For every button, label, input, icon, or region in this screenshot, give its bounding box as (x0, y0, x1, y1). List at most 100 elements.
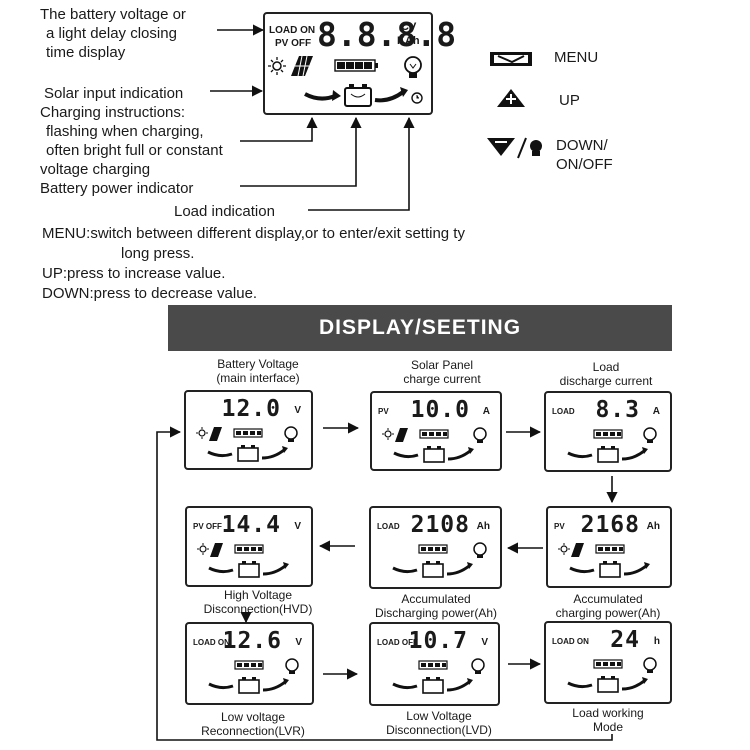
menu-key-label: MENU (554, 49, 599, 66)
discharge-arrow-icon (446, 562, 473, 576)
caption-battery-voltage: Battery Voltage(main interface) (216, 357, 300, 385)
lcd-value: 2168 (580, 512, 640, 538)
lcd-accumulated-charging: PV 2168 Ah (546, 506, 672, 588)
lcd-unit: V (294, 521, 301, 532)
up-key-icon[interactable] (494, 86, 528, 112)
lcd-value: 12.6 (222, 628, 282, 654)
lcd-mode-tag: LOAD ON (552, 637, 589, 646)
lcd-pv-off-label: PV OFF (275, 38, 312, 49)
lcd-unit: V (295, 637, 302, 648)
label-battery-power: Battery power indicator (40, 180, 194, 197)
lcd-value: 10.7 (408, 628, 468, 654)
battery-level-icon (419, 429, 449, 439)
lcd-unit: Ah (476, 521, 490, 532)
battery-level-icon (334, 59, 378, 72)
battery-icon (597, 446, 619, 463)
discharge-arrow-icon (262, 678, 289, 692)
battery-level-icon (418, 660, 448, 670)
discharge-arrow-icon (621, 447, 648, 461)
bulb-icon (473, 542, 487, 558)
discharge-arrow-icon (446, 678, 473, 692)
lcd-unit: h (653, 636, 660, 647)
lcd-mode-tag: PV OFF (193, 522, 222, 531)
lcd-icon-row (392, 542, 487, 578)
lcd-unit: A (482, 406, 490, 417)
charge-arrow-icon (208, 566, 234, 574)
label-load-indication: Load indication (174, 203, 275, 220)
battery-icon (422, 561, 444, 578)
discharge-arrow-icon (447, 447, 474, 461)
charge-arrow-icon (304, 90, 341, 101)
lcd-icon-row (197, 543, 289, 578)
bulb-icon (284, 426, 298, 442)
charge-arrow-icon (392, 682, 418, 690)
lcd-mode-tag: PV (378, 407, 389, 416)
charge-arrow-icon (207, 450, 233, 458)
lcd-unit: V (294, 405, 301, 416)
label-solar-input-4: often bright full or constant (46, 142, 223, 159)
battery-level-icon (233, 428, 263, 438)
battery-icon (237, 445, 259, 462)
lcd-icon-row (558, 543, 650, 578)
lcd-icon-row (382, 427, 487, 463)
charge-arrow-icon (393, 451, 419, 459)
discharge-arrow-icon (262, 562, 289, 576)
down-onoff-key-icon[interactable] (484, 134, 546, 162)
lcd-unit: Ah (646, 521, 660, 532)
battery-level-icon (595, 544, 625, 554)
battery-level-icon (234, 660, 264, 670)
lcd-icon-row (208, 658, 299, 694)
display-setting-banner: DISPLAY/SEETING (168, 305, 672, 351)
sun-icon (382, 428, 394, 440)
battery-level-icon (593, 429, 623, 439)
lcd-cv-label: CV (401, 21, 417, 33)
discharge-arrow-icon (621, 677, 648, 691)
main-lcd-display: LOAD ON PV OFF 8.8.8.8 CV KAh (263, 12, 456, 115)
lcd-accumulated-discharging: LOAD 2108 Ah (369, 506, 502, 589)
lcd-icon-row (392, 658, 485, 694)
bulb-icon (643, 657, 657, 673)
lcd-icon-row (196, 426, 298, 462)
sun-icon (268, 57, 286, 75)
battery-icon (597, 676, 619, 693)
lcd-battery-voltage: 12.0 V (184, 390, 313, 470)
banner-title: DISPLAY/SEETING (318, 316, 522, 339)
menu-key-icon[interactable] (488, 44, 536, 74)
charge-arrow-icon (392, 566, 418, 574)
charge-arrow-icon (567, 451, 593, 459)
lcd-value: 12.0 (221, 396, 281, 422)
lcd-load-on-label: LOAD ON (269, 25, 316, 36)
lcd-icon-row (567, 427, 657, 463)
solar-panel-icon (210, 543, 223, 557)
lcd-mode-tag: PV (554, 522, 565, 531)
lcd-value: 14.4 (221, 512, 281, 538)
label-solar-input-3: flashing when charging, (46, 123, 204, 140)
label-battery-display-2: a light delay closing (46, 25, 177, 42)
battery-icon (238, 561, 260, 578)
instruction-up: UP:press to increase value. (42, 265, 226, 282)
sun-icon (197, 543, 209, 555)
bulb-icon (404, 56, 422, 78)
lcd-unit: V (481, 637, 488, 648)
solar-panel-icon (395, 428, 408, 442)
lcd-value: 2108 (410, 512, 470, 538)
timer-icon (411, 92, 423, 104)
charge-arrow-icon (208, 682, 234, 690)
lcd-mode-tag: LOAD (377, 522, 400, 531)
lcd-kah-label: KAh (397, 35, 420, 47)
battery-icon (599, 561, 621, 578)
battery-level-icon (418, 544, 448, 554)
down-onoff-label-2: ON/OFF (556, 156, 613, 173)
charge-arrow-icon (567, 681, 593, 689)
discharge-arrow-icon (374, 87, 408, 103)
sun-icon (196, 427, 208, 439)
bulb-icon (643, 427, 657, 443)
label-solar-input-2: Charging instructions: (40, 104, 186, 121)
battery-icon (238, 677, 260, 694)
